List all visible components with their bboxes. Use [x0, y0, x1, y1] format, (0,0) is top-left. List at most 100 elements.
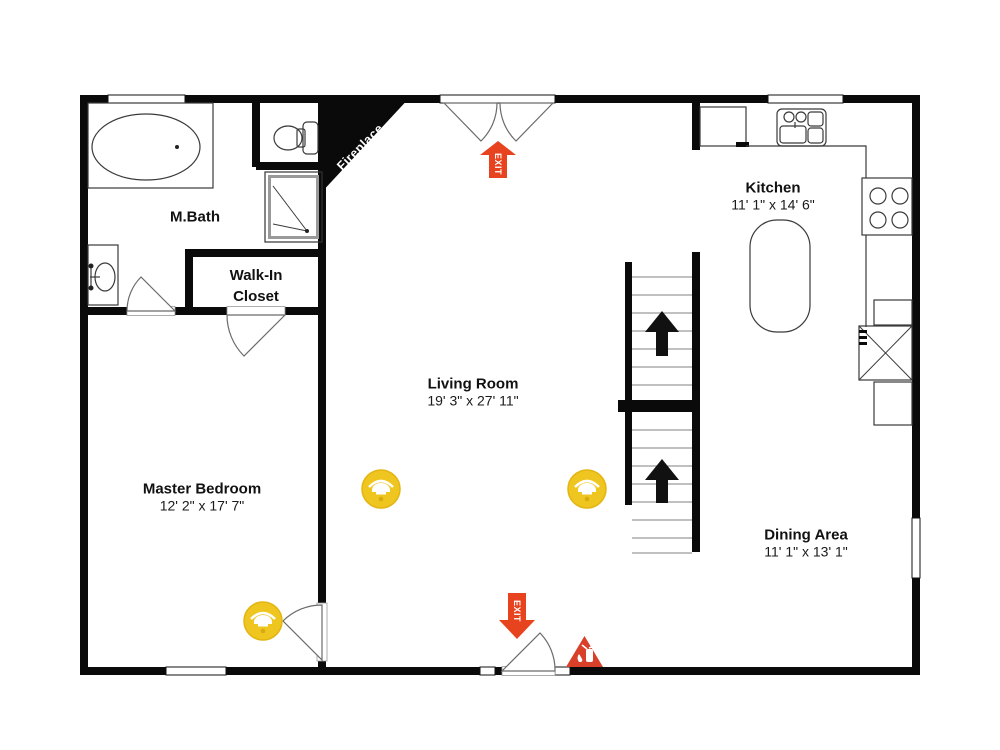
wall-left — [80, 95, 88, 675]
room-name: Kitchen — [745, 179, 801, 197]
wall-stairs-right-lower — [692, 412, 700, 552]
room-dims: 12' 2" x 17' 7" — [159, 497, 245, 514]
french-door-frame — [439, 94, 556, 104]
shower-line-2 — [272, 223, 308, 232]
label-walk-in-closet: Walk-In Closet — [210, 265, 302, 307]
sink-basin-rb — [807, 127, 824, 144]
window-top-bath — [107, 94, 186, 104]
counter-edge — [746, 145, 867, 327]
toilet-bowl — [273, 125, 303, 151]
wall-closet-top — [185, 249, 325, 257]
shower — [264, 171, 323, 243]
dishwasher-mark — [736, 142, 749, 147]
french-door-right — [499, 102, 555, 142]
x-cabinet-tick-2 — [859, 336, 867, 339]
vanity-handle-2 — [88, 285, 94, 291]
doors — [126, 102, 556, 672]
wall-closet-left — [185, 249, 193, 315]
label-living-room: Living Room 19' 3" x 27' 11" — [427, 376, 518, 409]
x-cabinet-tick-1 — [859, 330, 867, 333]
burner-1 — [869, 187, 887, 205]
bath-door — [126, 276, 177, 312]
faucet-knob-2 — [795, 111, 807, 123]
wall-bedroom-top-b — [175, 307, 227, 315]
shower-line-1 — [272, 185, 308, 232]
smoke-detectors — [243, 469, 607, 641]
label-kitchen: Kitchen 11' 1" x 14' 6" — [731, 180, 815, 213]
windows — [107, 94, 921, 676]
window-bottom-left-of-door — [479, 666, 496, 676]
room-dims: 19' 3" x 27' 11" — [427, 392, 519, 409]
window-bottom-bedroom — [165, 666, 227, 676]
exit-label: EXIT — [512, 600, 522, 622]
toilet-tank — [302, 121, 319, 155]
room-name: Walk-In Closet — [229, 267, 283, 305]
sink-basin-left — [779, 125, 807, 144]
stove — [861, 177, 913, 236]
fire-extinguisher-icon — [566, 636, 603, 667]
faucet-knob-1 — [783, 111, 795, 123]
wall-bath-stub — [252, 103, 260, 167]
bedroom-door — [282, 604, 323, 662]
wall-bedroom-top-a — [88, 307, 127, 315]
burner-2 — [891, 187, 909, 205]
wall-stairs-left-lower — [625, 412, 632, 505]
x-cabinet — [858, 325, 913, 381]
smoke-detector-icon — [243, 601, 283, 641]
vanity-handle-1 — [88, 263, 94, 269]
fireplace — [320, 95, 412, 194]
wall-stairs-right-upper — [692, 252, 700, 410]
kitchen-sink — [776, 108, 827, 147]
toilet-neck — [296, 128, 306, 148]
room-name: Dining Area — [764, 526, 848, 544]
wall-bedroom-divider-low — [318, 660, 326, 675]
exit-door — [500, 632, 556, 672]
burner-3 — [869, 211, 887, 229]
wall-kitchen-stub — [692, 103, 700, 150]
smoke-detector-icon — [361, 469, 401, 509]
window-top-kitchen — [767, 94, 844, 104]
exit-arrow-up-icon: EXIT — [480, 141, 516, 178]
room-dims: 11' 1" x 14' 6" — [731, 196, 815, 213]
smoke-detector-icon — [567, 469, 607, 509]
room-dims: 11' 1" x 13' 1" — [764, 543, 848, 560]
room-name: Living Room — [427, 375, 519, 393]
cabinet-below — [873, 381, 913, 426]
kitchen-island — [749, 219, 811, 333]
wall-right — [912, 95, 920, 675]
label-dining-area: Dining Area 11' 1" x 13' 1" — [764, 527, 848, 560]
closet-door — [226, 314, 287, 357]
shower-drain — [305, 229, 309, 233]
wall-bottom — [80, 667, 920, 675]
window-bottom-right-of-door — [554, 666, 571, 676]
counter-above-cabinet — [873, 299, 913, 326]
burner-4 — [891, 211, 909, 229]
window-right-dining — [911, 517, 921, 579]
stairs-up-arrow-icon — [645, 311, 679, 356]
kitchen-fixtures — [699, 106, 913, 426]
bathroom-fixtures — [87, 102, 323, 306]
exit-label: EXIT — [493, 153, 503, 175]
sink-basin-rt — [807, 111, 824, 127]
bathtub-drain — [175, 145, 179, 149]
x-cabinet-diag-2 — [858, 325, 913, 381]
wall-stairs-mid — [618, 400, 700, 412]
vanity-counter — [87, 244, 119, 306]
opening-closet-door — [226, 306, 286, 316]
label-master-bedroom: Master Bedroom 12' 2" x 17' 7" — [143, 481, 261, 514]
bathtub-enclosure — [87, 102, 214, 189]
stairs — [632, 276, 692, 554]
wall-stairs-left-upper — [625, 262, 632, 405]
room-name: Master Bedroom — [142, 480, 262, 498]
shower-inner — [268, 175, 319, 239]
wall-under-toilet — [256, 162, 326, 170]
stairs-up-arrow-icon — [645, 459, 679, 503]
x-cabinet-tick-3 — [859, 342, 867, 345]
french-door-left — [442, 102, 498, 142]
exit-arrow-down-icon: EXIT — [499, 593, 535, 639]
wall-bedroom-top-c — [285, 307, 325, 315]
bathtub — [91, 113, 201, 181]
label-mbath: M.Bath — [170, 209, 220, 226]
room-name: M.Bath — [170, 208, 220, 226]
wall-bedroom-divider — [318, 95, 326, 605]
